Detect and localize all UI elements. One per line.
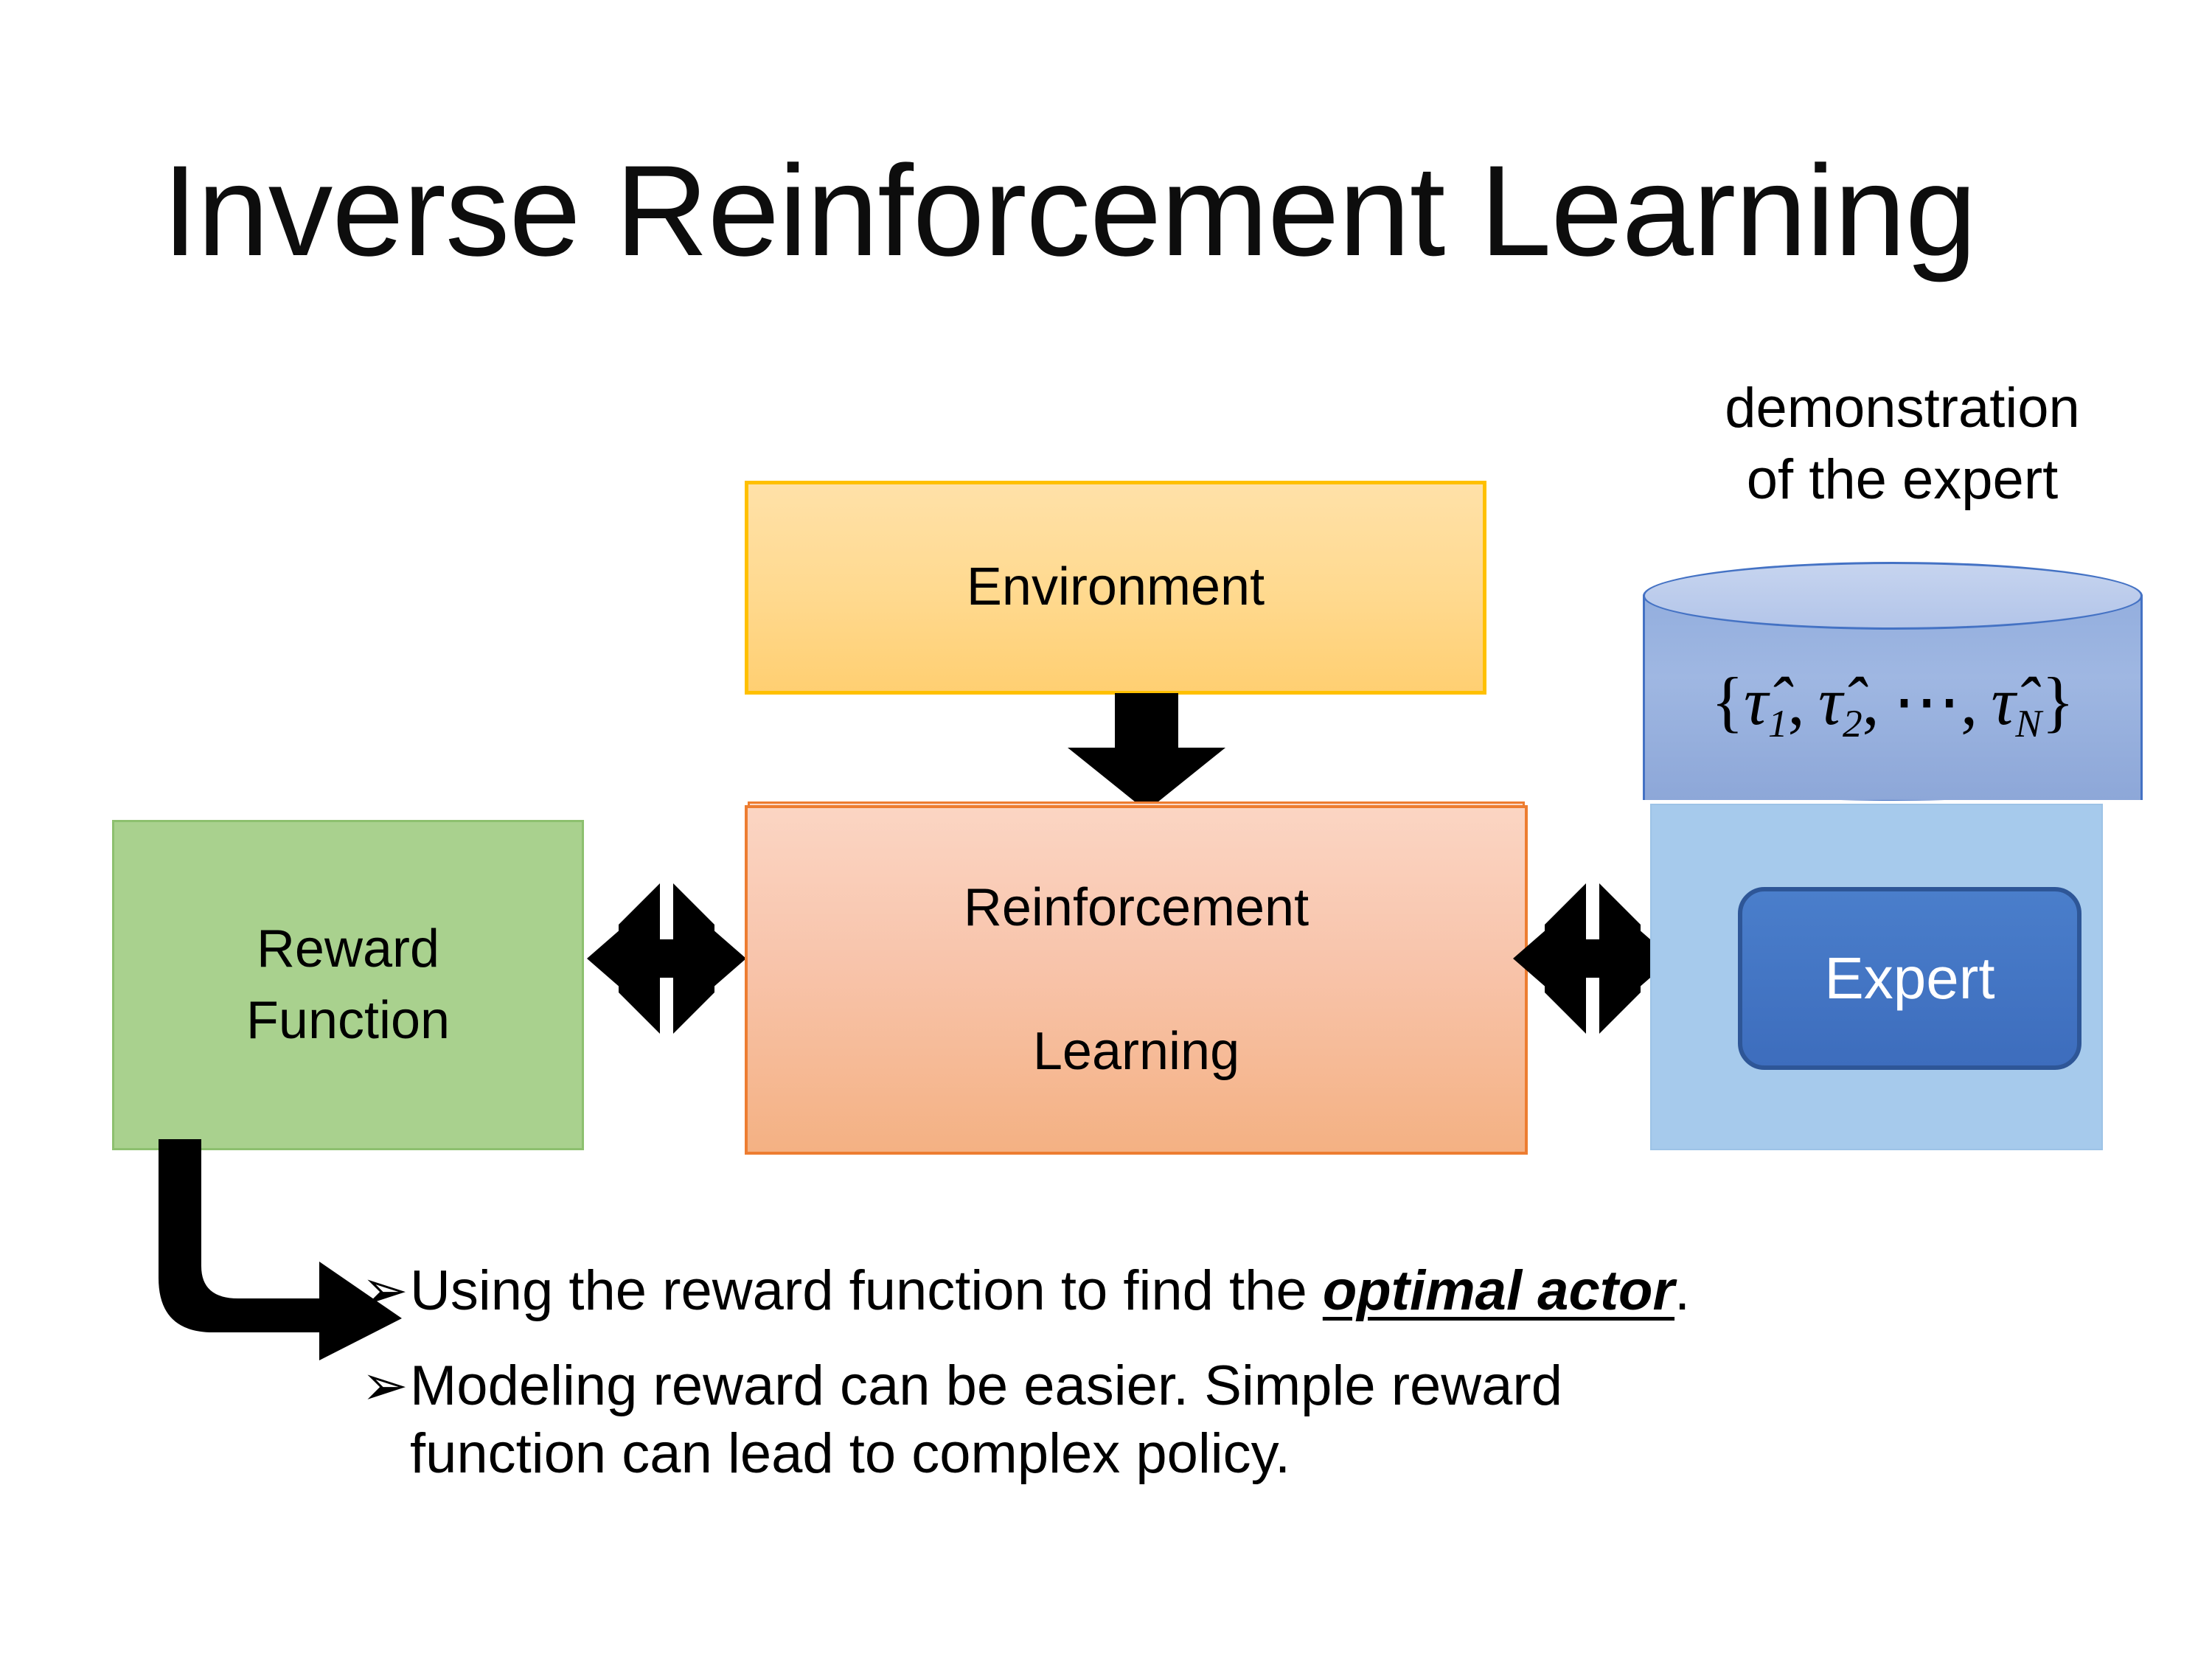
reward-to-bullets-elbow-arrow-icon [159,1139,402,1360]
formula-comma-3: , [1961,664,1978,739]
demonstration-caption: demonstration of the expert [1622,372,2183,516]
environment-node-label: Environment [966,557,1265,617]
formula-tau-1: τ̂ [1743,664,1768,739]
formula-ellipsis: ⋯ [1893,664,1961,739]
formula-comma-2: , [1862,664,1879,739]
bullet-marker-icon: ➢ [361,1259,408,1322]
list-item: ➢ Using the reward function to find the … [361,1257,2057,1326]
bullet-1-emphasis: optimal actor [1322,1259,1675,1322]
reinforcement-learning-node: Reinforcement Learning [745,805,1528,1155]
bullet-list: ➢ Using the reward function to find the … [361,1257,2057,1515]
formula-close-brace: } [2042,664,2075,739]
formula-tau-2-sub: 2 [1842,701,1863,746]
reinforcement-learning-node-label: Reinforcement Learning [964,872,1309,1088]
bullet-1-prefix: Using the reward function to find the [410,1259,1323,1322]
environment-to-rl-arrow-icon [1068,693,1225,811]
expert-node: Expert [1738,887,2081,1070]
list-item: ➢ Modeling reward can be easier. Simple … [361,1352,2057,1489]
cylinder-top-cap [1643,562,2143,630]
reward-function-label-line1: Reward [256,919,440,978]
bullet-marker-icon: ➢ [361,1354,408,1417]
reward-function-node: Reward Function [112,820,584,1150]
page-title: Inverse Reinforcement Learning [161,139,1977,283]
trajectory-set-formula: {τ̂1, τ̂2, ⋯, τ̂N} [1643,661,2143,746]
bullet-2-prefix: Modeling reward can be easier. Simple re… [410,1354,1563,1486]
reward-to-rl-four-way-arrow-icon [587,883,746,1034]
formula-tau-2: τ̂ [1818,664,1843,739]
bullet-text: Modeling reward can be easier. Simple re… [410,1352,1663,1489]
formula-tau-n: τ̂ [1991,664,2016,739]
demonstration-caption-line2: of the expert [1746,448,2059,512]
bullet-1-suffix: . [1674,1259,1691,1322]
formula-tau-1-sub: 1 [1767,701,1788,746]
reward-function-node-label: Reward Function [246,914,450,1057]
rl-to-expert-four-way-arrow-icon [1513,883,1672,1034]
trajectory-cylinder: {τ̂1, τ̂2, ⋯, τ̂N} [1643,562,2143,833]
formula-comma-1: , [1787,664,1805,739]
expert-node-label: Expert [1824,945,1995,1011]
demonstration-caption-line1: demonstration [1725,377,2080,439]
rl-label-line1: Reinforcement [963,878,1310,938]
formula-open-brace: { [1711,664,1744,739]
reward-function-label-line2: Function [246,991,451,1050]
formula-tau-n-sub: N [2015,701,2042,746]
rl-label-line2: Learning [1032,1021,1240,1081]
environment-node: Environment [745,481,1486,695]
bullet-text: Using the reward function to find the op… [410,1257,1690,1326]
